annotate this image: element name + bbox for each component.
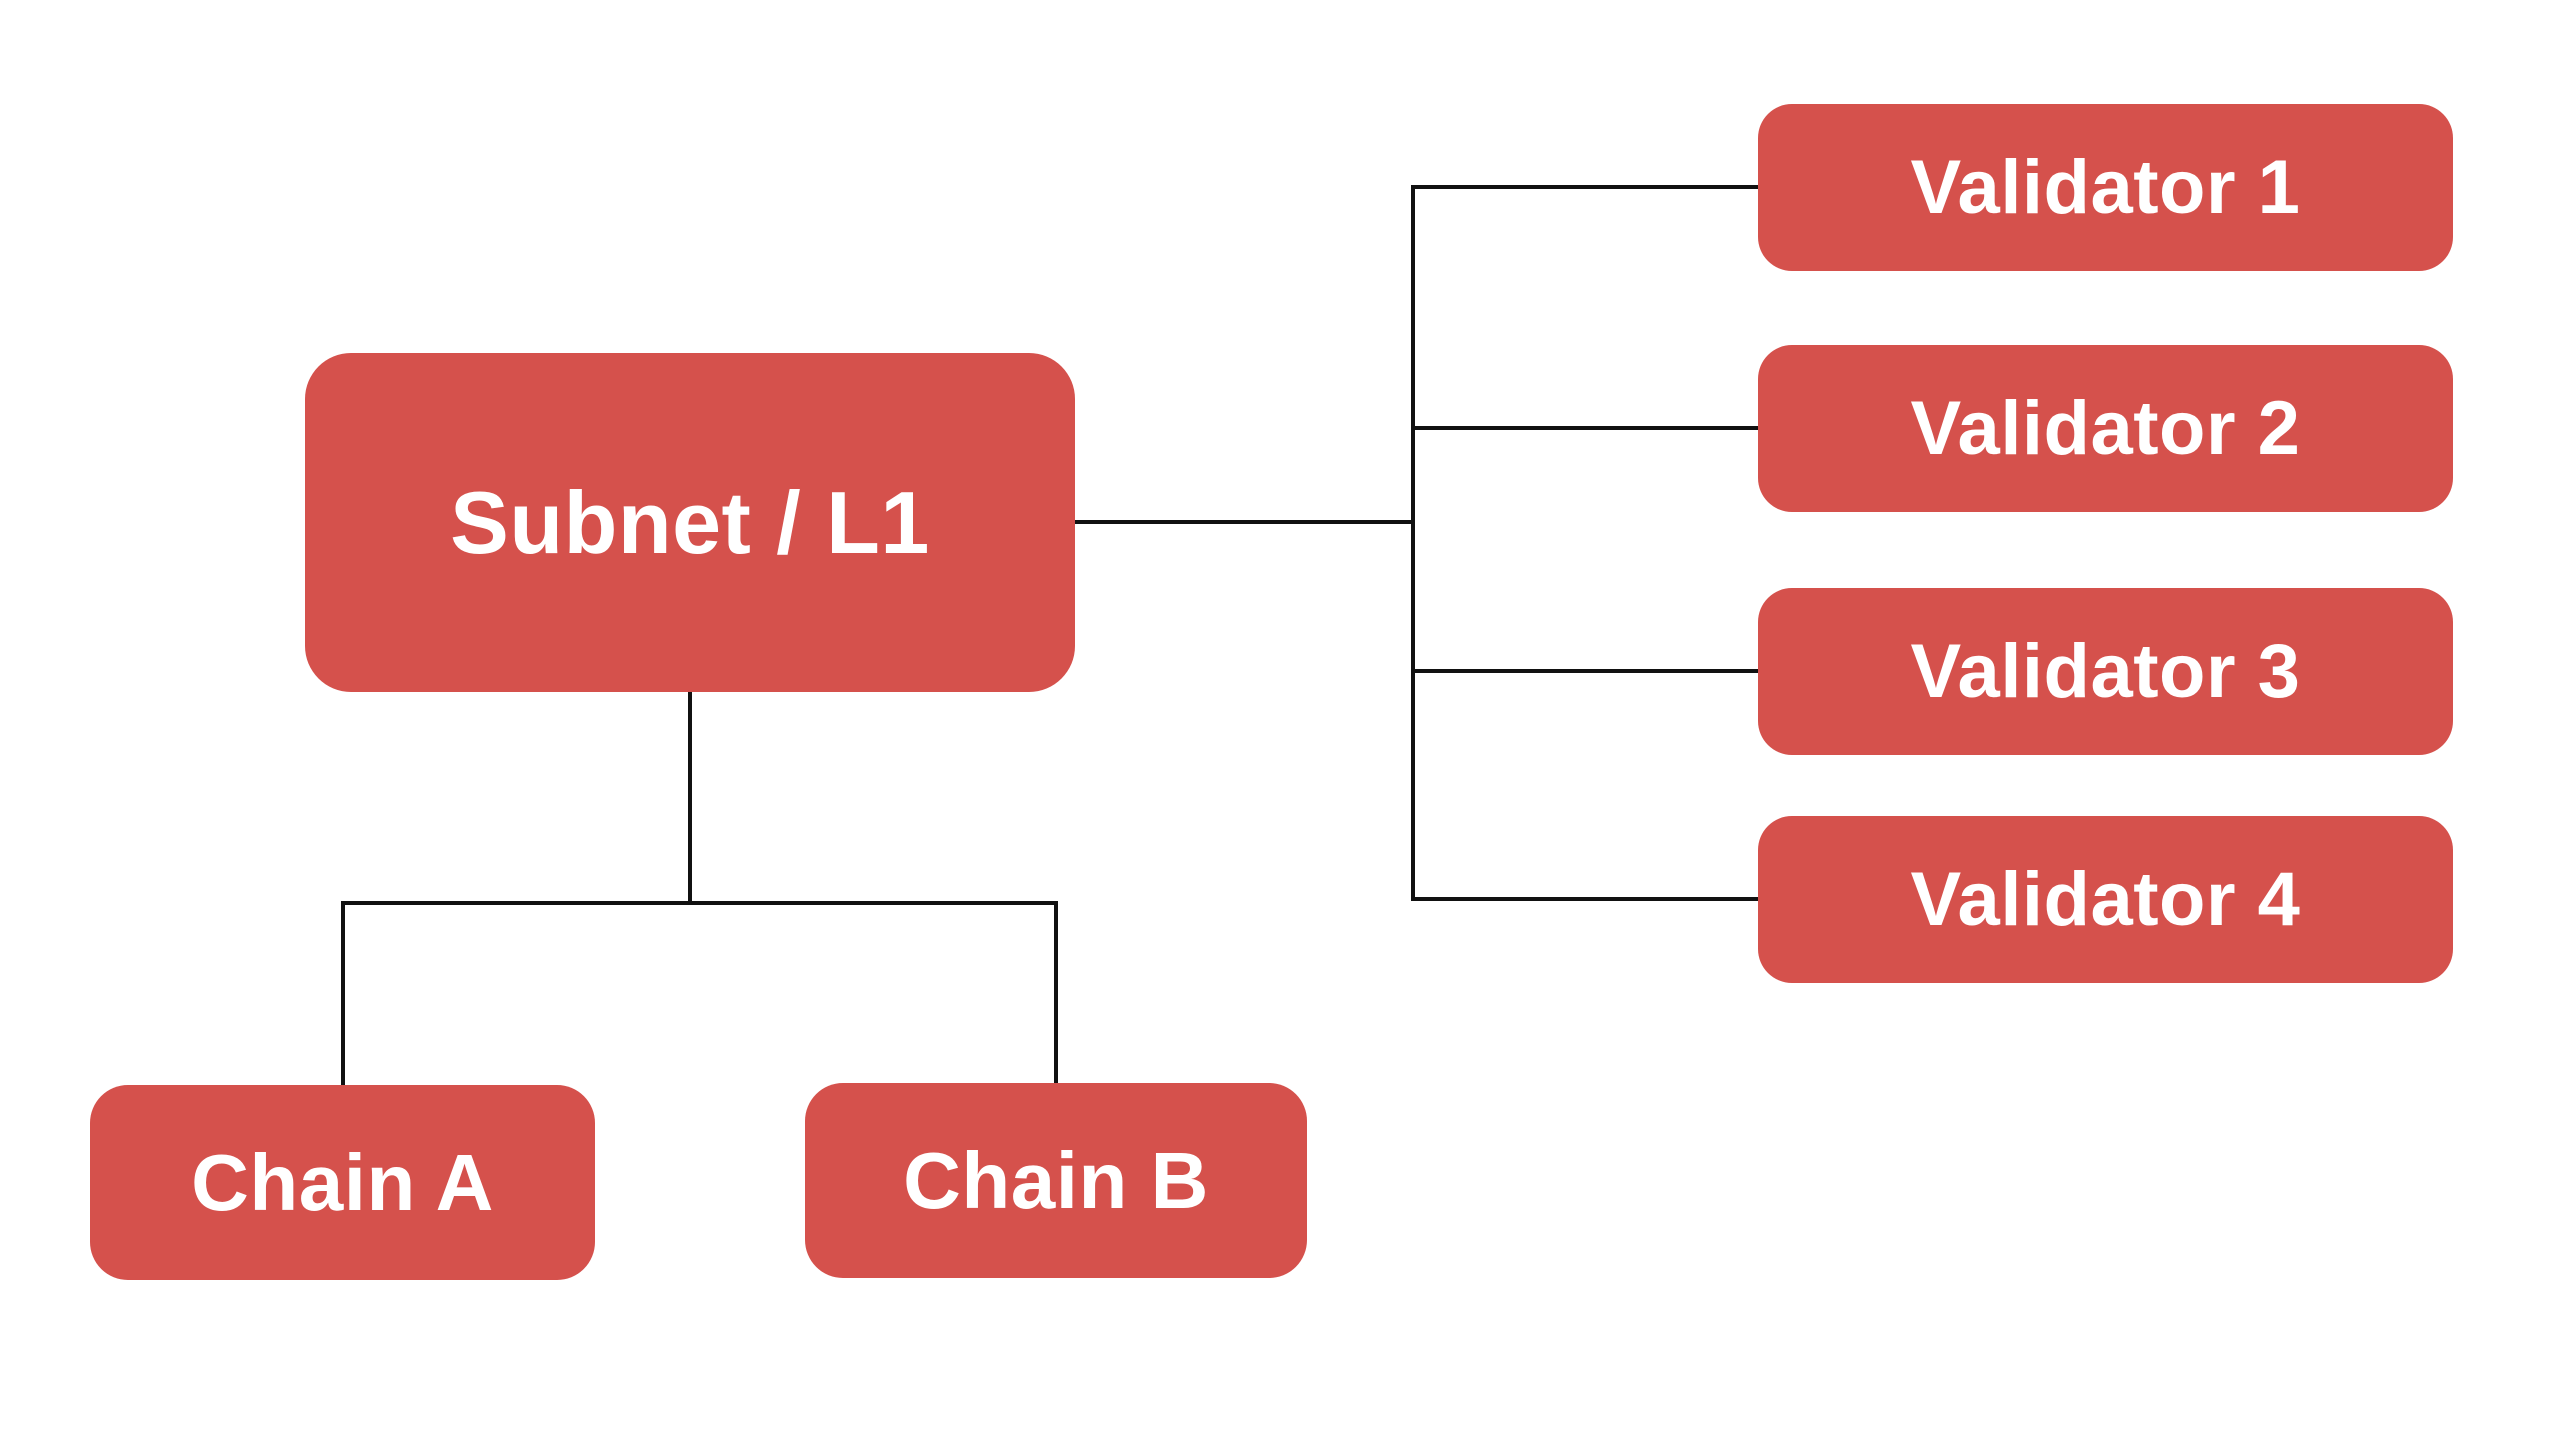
connector-subnet-to-spine bbox=[1075, 520, 1415, 524]
connector-validator-spine bbox=[1411, 185, 1415, 901]
connector-spine-to-validator-3 bbox=[1411, 669, 1758, 673]
connector-spine-to-validator-4 bbox=[1411, 897, 1758, 901]
node-validator-3: Validator 3 bbox=[1758, 588, 2453, 755]
node-validator-3-label: Validator 3 bbox=[1910, 629, 2301, 714]
node-validator-1: Validator 1 bbox=[1758, 104, 2453, 271]
node-chain-a-label: Chain A bbox=[191, 1137, 494, 1227]
node-chain-a: Chain A bbox=[90, 1085, 595, 1280]
node-validator-1-label: Validator 1 bbox=[1910, 145, 2301, 230]
connector-spine-to-validator-1 bbox=[1411, 185, 1758, 189]
node-subnet-l1-label: Subnet / L1 bbox=[450, 472, 930, 572]
connector-rail-to-chain-a bbox=[341, 901, 345, 1085]
connector-spine-to-validator-2 bbox=[1411, 426, 1758, 430]
node-validator-4: Validator 4 bbox=[1758, 816, 2453, 983]
node-chain-b: Chain B bbox=[805, 1083, 1307, 1278]
node-subnet-l1: Subnet / L1 bbox=[305, 353, 1075, 692]
connector-rail-to-chain-b bbox=[1054, 901, 1058, 1083]
node-validator-4-label: Validator 4 bbox=[1910, 857, 2301, 942]
node-chain-b-label: Chain B bbox=[903, 1135, 1209, 1225]
node-validator-2-label: Validator 2 bbox=[1910, 386, 2301, 471]
connector-subnet-drop bbox=[688, 692, 692, 905]
connector-chain-rail bbox=[341, 901, 1058, 905]
node-validator-2: Validator 2 bbox=[1758, 345, 2453, 512]
